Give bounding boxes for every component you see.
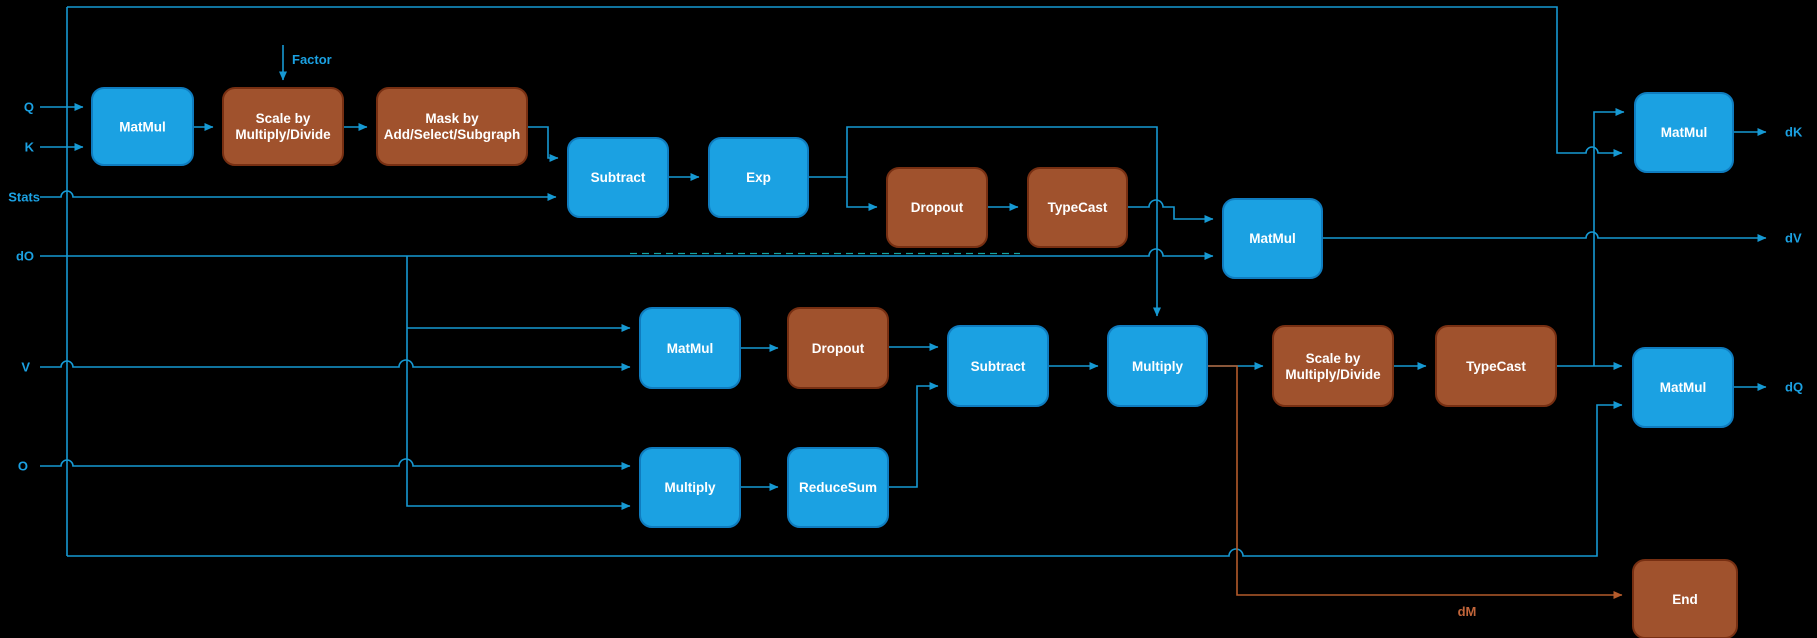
node-subtract-2[interactable]: Subtract xyxy=(947,325,1049,407)
edge-o-to-multiply3[interactable] xyxy=(40,458,631,470)
node-multiply-main-label: Multiply xyxy=(1132,359,1183,374)
edge-q-loop-to-matmul-dk[interactable] xyxy=(67,6,1623,157)
node-end-label: End xyxy=(1672,592,1698,607)
node-scale-by-1-label-line2: Multiply/Divide xyxy=(235,127,331,142)
node-reducesum[interactable]: ReduceSum xyxy=(787,447,889,528)
node-multiply-main[interactable]: Multiply xyxy=(1107,325,1208,407)
node-typecast-2-label: TypeCast xyxy=(1466,359,1526,374)
node-typecast-1-label: TypeCast xyxy=(1048,200,1108,215)
node-dropout-1-label: Dropout xyxy=(911,200,964,215)
edge-do-branch-to-multiply3[interactable] xyxy=(406,256,631,510)
node-scale-by-2[interactable]: Scale by Multiply/Divide xyxy=(1272,325,1394,407)
node-end[interactable]: End xyxy=(1632,559,1738,638)
node-matmul-2-label: MatMul xyxy=(667,341,714,356)
node-typecast-2[interactable]: TypeCast xyxy=(1435,325,1557,407)
edge-matmul-dv-to-dv[interactable] xyxy=(1322,231,1767,242)
factor-label: Factor xyxy=(292,52,332,67)
output-label-dq: dQ xyxy=(1785,380,1803,395)
node-matmul-2[interactable]: MatMul xyxy=(639,307,741,389)
edge-exp-to-multiply-main[interactable] xyxy=(808,126,1161,317)
edge-typecast1-to-matmul-dv[interactable] xyxy=(1127,199,1214,223)
node-matmul-dv-label: MatMul xyxy=(1249,231,1296,246)
node-subtract-1[interactable]: Subtract xyxy=(567,137,669,218)
node-exp[interactable]: Exp xyxy=(708,137,809,218)
edge-v-to-matmul2[interactable] xyxy=(40,359,631,371)
node-matmul-dk[interactable]: MatMul xyxy=(1634,92,1734,173)
node-mask-by-label-line2: Add/Select/Subgraph xyxy=(384,127,521,142)
node-mask-by-label-line1: Mask by xyxy=(425,111,479,126)
input-label-q: Q xyxy=(24,100,34,115)
input-label-o: O xyxy=(18,459,28,474)
edge-typecast2-to-matmul-dk[interactable] xyxy=(1593,108,1625,366)
node-scale-by-2-label-line1: Scale by xyxy=(1306,351,1361,366)
input-label-k: K xyxy=(25,140,35,155)
output-label-dv: dV xyxy=(1785,231,1802,246)
node-matmul-dq[interactable]: MatMul xyxy=(1632,347,1734,428)
node-dropout-1[interactable]: Dropout xyxy=(886,167,988,248)
output-label-dm: dM xyxy=(1458,604,1477,619)
node-subtract-2-label: Subtract xyxy=(971,359,1026,374)
node-scale-by-2-label-line2: Multiply/Divide xyxy=(1285,367,1381,382)
edge-do-to-matmul-dv[interactable] xyxy=(40,248,1214,260)
input-label-stats: Stats xyxy=(8,190,40,205)
edge-k-loop-to-matmul-dq[interactable] xyxy=(67,401,1623,557)
node-matmul-qk[interactable]: MatMul xyxy=(91,87,194,166)
node-reducesum-label: ReduceSum xyxy=(799,480,877,495)
edge-mask-to-subtract1[interactable] xyxy=(527,126,559,162)
node-matmul-dv[interactable]: MatMul xyxy=(1222,198,1323,279)
node-matmul-dk-label: MatMul xyxy=(1661,125,1708,140)
node-typecast-1[interactable]: TypeCast xyxy=(1027,167,1128,248)
node-exp-label: Exp xyxy=(746,170,771,185)
node-multiply-3[interactable]: Multiply xyxy=(639,447,741,528)
input-label-do: dO xyxy=(16,249,34,264)
node-matmul-dq-label: MatMul xyxy=(1660,380,1707,395)
input-label-v: V xyxy=(21,360,30,375)
edge-stats-to-subtract[interactable] xyxy=(40,190,557,201)
node-dropout-2[interactable]: Dropout xyxy=(787,307,889,389)
node-multiply-3-label: Multiply xyxy=(665,480,716,495)
output-label-dk: dK xyxy=(1785,125,1803,140)
edge-exp-to-dropout1[interactable] xyxy=(846,177,878,211)
edge-reducesum-to-subtract2[interactable] xyxy=(888,382,939,488)
node-scale-by-1-label-line1: Scale by xyxy=(256,111,311,126)
node-matmul-qk-label: MatMul xyxy=(119,120,166,135)
edge-multiply-to-end-dm[interactable] xyxy=(1207,365,1623,599)
node-dropout-2-label: Dropout xyxy=(812,341,865,356)
node-scale-by-1[interactable]: Scale by Multiply/Divide xyxy=(222,87,344,166)
node-mask-by[interactable]: Mask by Add/Select/Subgraph xyxy=(376,87,528,166)
node-subtract-1-label: Subtract xyxy=(591,170,646,185)
